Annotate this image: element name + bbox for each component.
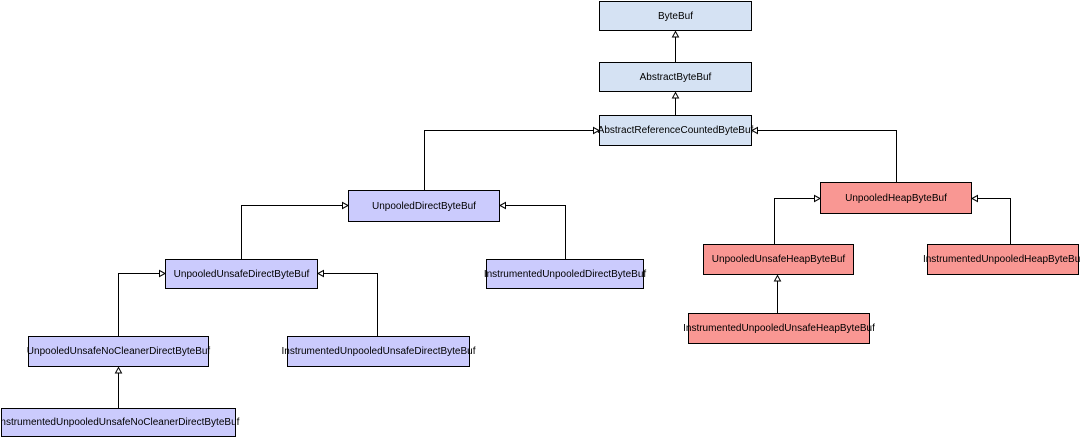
- arrowhead-refcounted-right: [750, 126, 758, 135]
- class-node-unpooled-heap-bytebuf: UnpooledHeapByteBuf: [820, 182, 972, 214]
- class-label-unpooled-unsafe-direct-bytebuf: UnpooledUnsafeDirectByteBuf: [173, 268, 310, 280]
- edge-pdirect-to-refcounted: [424, 130, 594, 190]
- class-node-unpooled-direct-bytebuf: UnpooledDirectByteBuf: [348, 190, 500, 222]
- class-node-instrumented-unpooled-heap-bytebuf: InstrumentedUnpooledHeapByteBuf: [923, 244, 1080, 275]
- class-node-instrumented-unpooled-unsafe-heap-bytebuf: InstrumentedUnpooledUnsafeHeapByteBuf: [683, 313, 875, 344]
- edge-pheap-to-refcounted: [757, 130, 897, 182]
- edge-unsafeheap-to-pheap: [774, 198, 815, 244]
- arrowhead-pheap-right: [970, 194, 978, 203]
- class-label-abstract-bytebuf: AbstractByteBuf: [639, 71, 712, 83]
- class-node-abstract-reference-counted-bytebuf: AbstractReferenceCountedByteBuf: [597, 115, 754, 146]
- class-label-instrumented-unpooled-heap-bytebuf: InstrumentedUnpooledHeapByteBuf: [922, 254, 1080, 265]
- class-label-bytebuf: ByteBuf: [657, 10, 694, 22]
- arrowhead-refcounted-left: [593, 126, 601, 135]
- arrowhead-pdirect-right: [498, 201, 506, 210]
- class-node-unpooled-unsafe-direct-bytebuf: UnpooledUnsafeDirectByteBuf: [165, 259, 318, 289]
- class-node-bytebuf: ByteBuf: [599, 1, 752, 31]
- class-node-unpooled-unsafe-heap-bytebuf: UnpooledUnsafeHeapByteBuf: [703, 244, 854, 275]
- arrowhead-pheap-left: [814, 194, 822, 203]
- class-label-unpooled-direct-bytebuf: UnpooledDirectByteBuf: [372, 200, 476, 212]
- arrowhead-unsafedirect-left: [159, 269, 167, 278]
- class-label-abstract-reference-counted-bytebuf: AbstractReferenceCountedByteBuf: [597, 125, 754, 136]
- class-label-unpooled-unsafe-no-cleaner-direct-bytebuf: UnpooledUnsafeNoCleanerDirectByteBuf: [26, 346, 211, 357]
- edge-instunsafedirect-to-unsafedirect: [323, 273, 378, 336]
- edge-instheap-to-pheap: [977, 198, 1011, 244]
- edge-instdirect-to-pdirect: [505, 205, 566, 259]
- class-label-instrumented-unpooled-unsafe-no-cleaner-direct-bytebuf: InstrumentedUnpooledUnsafeNoCleanerDirec…: [0, 417, 240, 428]
- class-label-instrumented-unpooled-unsafe-direct-bytebuf: InstrumentedUnpooledUnsafeDirectByteBuf: [281, 346, 476, 357]
- class-node-instrumented-unpooled-unsafe-direct-bytebuf: InstrumentedUnpooledUnsafeDirectByteBuf: [282, 336, 476, 367]
- arrowhead-unsafeheap: [773, 274, 782, 282]
- edge-nocleaner-to-unsafedirect: [118, 273, 160, 336]
- class-node-instrumented-unpooled-unsafe-no-cleaner-direct-bytebuf: InstrumentedUnpooledUnsafeNoCleanerDirec…: [0, 408, 240, 437]
- arrowhead-unsafedirect-right: [316, 269, 324, 278]
- class-label-unpooled-unsafe-heap-bytebuf: UnpooledUnsafeHeapByteBuf: [711, 254, 846, 265]
- class-label-unpooled-heap-bytebuf: UnpooledHeapByteBuf: [845, 192, 947, 204]
- arrowhead-abstract: [671, 91, 680, 99]
- arrowhead-bytebuf: [671, 30, 680, 38]
- class-node-unpooled-unsafe-no-cleaner-direct-bytebuf: UnpooledUnsafeNoCleanerDirectByteBuf: [26, 336, 211, 367]
- arrowhead-nocleaner: [114, 366, 123, 374]
- arrowhead-pdirect-left: [342, 201, 350, 210]
- class-node-instrumented-unpooled-direct-bytebuf: InstrumentedUnpooledDirectByteBuf: [483, 259, 647, 289]
- edge-unsafedirect-to-pdirect: [241, 205, 343, 259]
- class-node-abstract-bytebuf: AbstractByteBuf: [599, 62, 752, 92]
- class-label-instrumented-unpooled-unsafe-heap-bytebuf: InstrumentedUnpooledUnsafeHeapByteBuf: [683, 323, 875, 334]
- class-label-instrumented-unpooled-direct-bytebuf: InstrumentedUnpooledDirectByteBuf: [483, 268, 647, 280]
